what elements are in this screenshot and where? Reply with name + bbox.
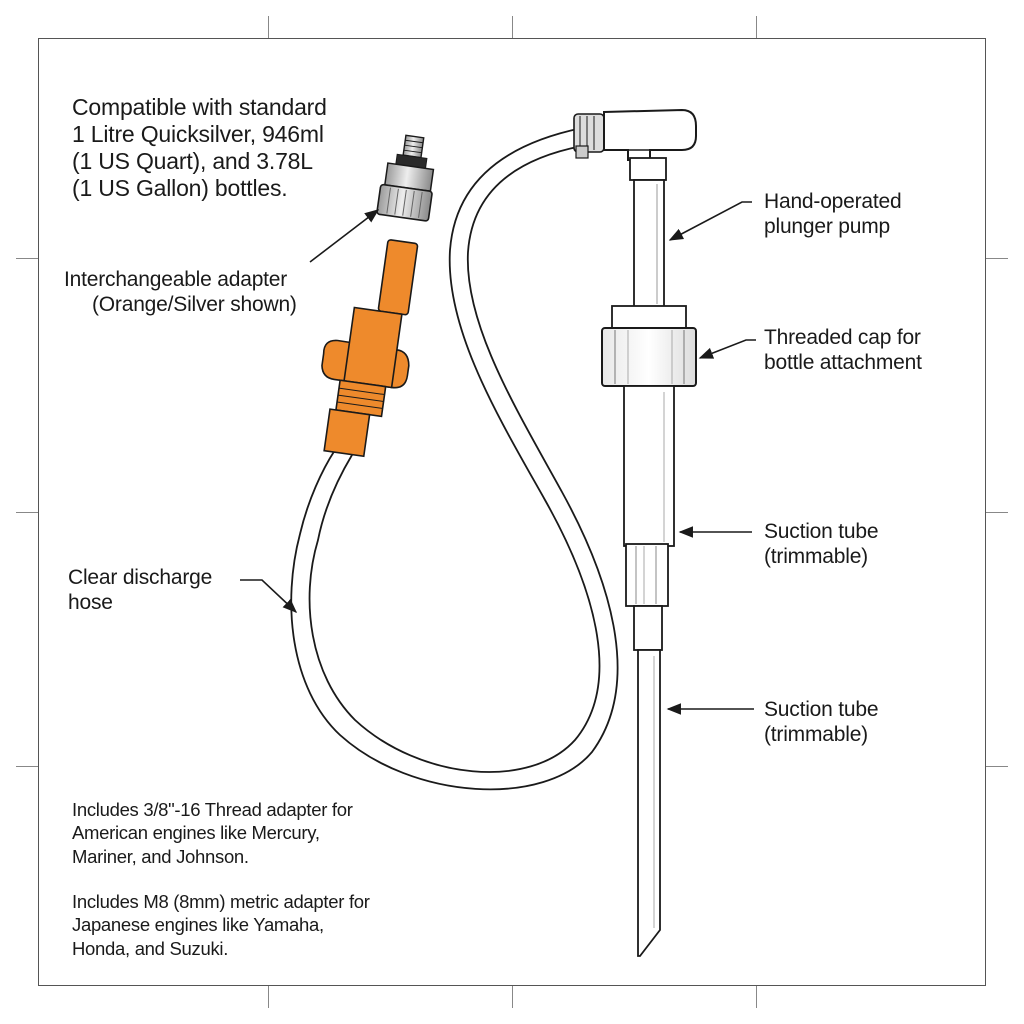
compatibility-callout: Compatible with standard 1 Litre Quicksi… [72, 94, 327, 203]
cap-line-2: bottle attachment [764, 350, 922, 374]
suction-tube [633, 605, 663, 957]
cap-callout: Threaded cap for bottle attachment [764, 326, 922, 376]
suction-lower-line-1: Suction tube [764, 698, 879, 721]
pump-barrel [623, 385, 675, 607]
cap-line-1: Threaded cap for [764, 326, 921, 349]
suction-tube-lower-callout: Suction tube (trimmable) [764, 698, 879, 748]
american-adapter-note: Includes 3/8"-16 Thread adapter for Amer… [72, 798, 353, 868]
orange-adapter [321, 239, 419, 458]
adapter-callout: Interchangeable adapter (Orange/Silver s… [64, 268, 297, 318]
pump-line-1: Hand-operated [764, 190, 902, 213]
hose-line-2: hose [68, 590, 113, 614]
silver-adapter [376, 134, 435, 222]
leader-lines [240, 201, 756, 715]
pump-callout: Hand-operated plunger pump [764, 190, 902, 240]
hose-callout: Clear discharge hose [68, 566, 212, 616]
suction-upper-line-1: Suction tube [764, 520, 879, 543]
plunger-rod [633, 179, 665, 309]
adapter-line-1: Interchangeable adapter [64, 268, 288, 291]
compatibility-line-2: 1 Litre Quicksilver, 946ml [72, 121, 324, 148]
adapter-line-2: (Orange/Silver shown) [92, 292, 297, 316]
pump-head [603, 108, 697, 181]
discharge-hose [290, 127, 619, 791]
suction-tube-upper-callout: Suction tube (trimmable) [764, 520, 879, 570]
suction-upper-line-2: (trimmable) [764, 544, 868, 568]
american-line-2: American engines like Mercury, [72, 822, 320, 844]
hose-line-1: Clear discharge [68, 566, 213, 589]
metric-line-1: Includes M8 (8mm) metric adapter for [72, 891, 370, 912]
metric-line-2: Japanese engines like Yamaha, [72, 914, 324, 936]
threaded-cap [601, 305, 697, 387]
american-line-1: Includes 3/8"-16 Thread adapter for [72, 799, 353, 820]
hose-clamp [573, 113, 605, 159]
american-line-3: Mariner, and Johnson. [72, 845, 249, 867]
compatibility-line-1: Compatible with standard [72, 94, 327, 120]
pump-line-2: plunger pump [764, 214, 891, 238]
metric-line-3: Honda, and Suzuki. [72, 937, 229, 959]
diagram-frame [38, 38, 986, 986]
compatibility-line-4: (1 US Gallon) bottles. [72, 175, 288, 202]
compatibility-line-3: (1 US Quart), and 3.78L [72, 148, 313, 175]
suction-lower-line-2: (trimmable) [764, 722, 868, 746]
metric-adapter-note: Includes M8 (8mm) metric adapter for Jap… [72, 890, 370, 960]
